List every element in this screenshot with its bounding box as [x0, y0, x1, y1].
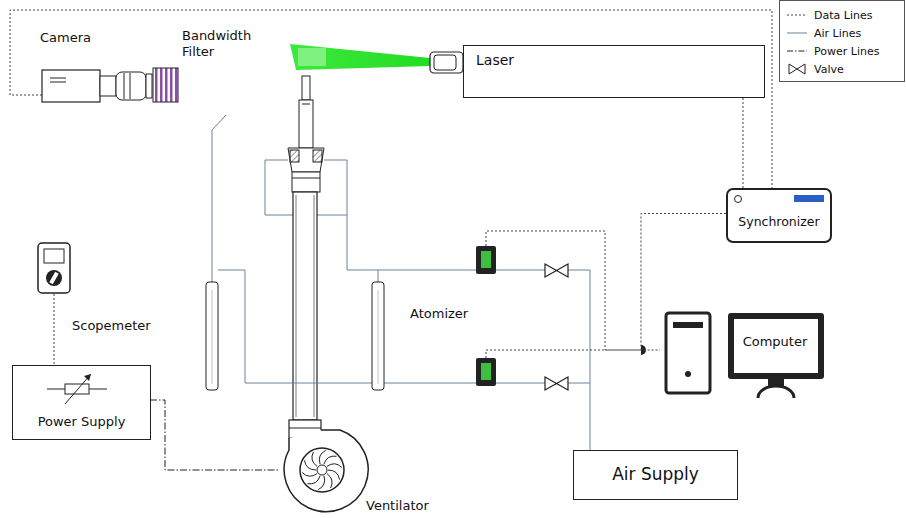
node-label: Laser	[476, 52, 752, 68]
legend-sample	[786, 27, 808, 39]
legend-label: Valve	[814, 63, 844, 76]
pc-icon	[660, 310, 828, 402]
legend-label: Power Lines	[814, 45, 879, 58]
node-label: Power Supply	[17, 414, 146, 429]
legend-entry: Valve	[786, 60, 898, 78]
legend-box: Data LinesAir LinesPower LinesValve	[779, 0, 905, 82]
legend-entry: Data Lines	[786, 6, 898, 24]
synchronizer-box: Synchronizer	[726, 188, 832, 243]
legend-entry: Air Lines	[786, 24, 898, 42]
computer-node: Computer	[660, 310, 828, 402]
legend-label: Data Lines	[814, 9, 872, 22]
node-label: Computer	[732, 334, 818, 349]
legend-sample	[786, 63, 808, 75]
legend-label: Air Lines	[814, 27, 861, 40]
filter-label: Bandwidth Filter	[182, 28, 258, 60]
node-label: Air Supply	[578, 464, 733, 484]
atomizer-label: Atomizer	[410, 306, 468, 322]
legend-sample	[786, 45, 808, 57]
power-supply-box: Power Supply	[12, 365, 151, 440]
legend-sample	[786, 9, 808, 21]
camera-label: Camera	[40, 30, 91, 46]
ventilator-label: Ventilator	[366, 498, 429, 514]
node-label: Synchronizer	[732, 214, 826, 229]
data-line	[743, 98, 744, 188]
scopemeter-label: Scopemeter	[72, 318, 151, 334]
laser-box: Laser	[463, 45, 765, 98]
air-supply-box: Air Supply	[573, 450, 738, 500]
legend-entry: Power Lines	[786, 42, 898, 60]
